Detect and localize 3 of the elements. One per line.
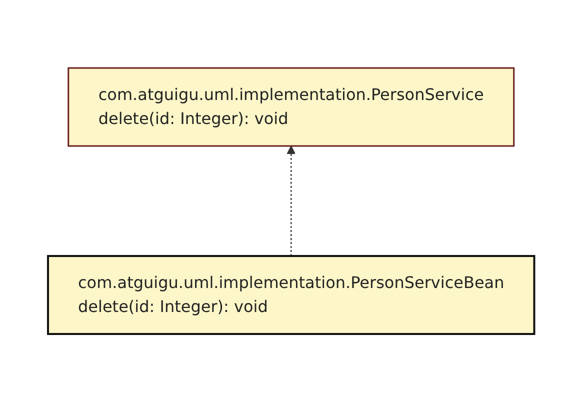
node-box: com.atguigu.uml.implementation.PersonService delete(id: Integer): void <box>68 66 514 146</box>
arrow <box>286 145 296 256</box>
node-box: com.atguigu.uml.implementation.PersonServiceBean delete(id: Integer): void <box>46 254 536 334</box>
